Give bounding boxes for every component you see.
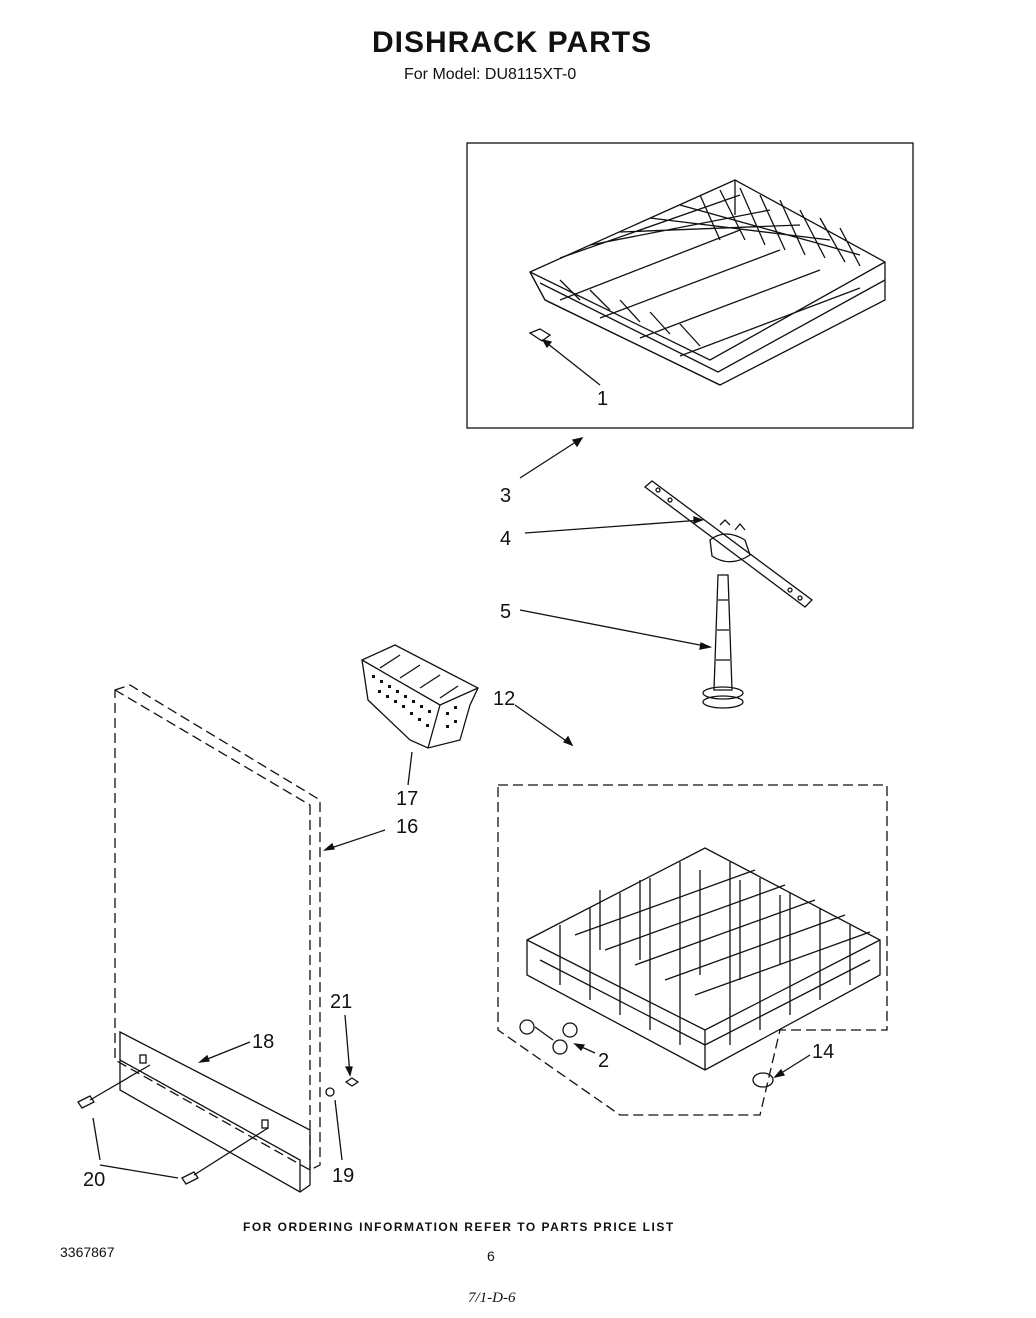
callout-4: 4 bbox=[500, 528, 511, 550]
part-2-wheels bbox=[519, 1019, 578, 1055]
callout-5: 5 bbox=[500, 601, 511, 623]
leader-19 bbox=[334, 1099, 343, 1161]
handwritten-date-mark: 7/1-D-6 bbox=[468, 1290, 516, 1306]
leader-3 bbox=[519, 437, 583, 479]
document-number: 3367867 bbox=[60, 1244, 115, 1260]
part-20-screw-a bbox=[77, 1095, 95, 1109]
leader-1 bbox=[542, 339, 601, 386]
ordering-note: FOR ORDERING INFORMATION REFER TO PARTS … bbox=[243, 1220, 675, 1234]
lower-rack-box bbox=[497, 784, 888, 1116]
leader-12 bbox=[514, 704, 573, 746]
part-21 bbox=[344, 1077, 360, 1087]
part-14-roller bbox=[752, 1072, 774, 1088]
door-panel-drawing bbox=[114, 684, 321, 1171]
callout-2: 2 bbox=[598, 1050, 609, 1072]
leader-4 bbox=[524, 519, 703, 534]
callout-20: 20 bbox=[83, 1169, 105, 1191]
page-title: DISHRACK PARTS bbox=[372, 26, 653, 59]
part-20-screw-b bbox=[181, 1171, 199, 1185]
leader-20a bbox=[92, 1117, 101, 1161]
lower-rack-drawing bbox=[526, 847, 881, 1071]
callout-12: 12 bbox=[493, 688, 515, 710]
leader-21 bbox=[344, 1014, 351, 1076]
spray-arm-drawing bbox=[643, 480, 813, 608]
silverware-basket-drawing bbox=[361, 644, 479, 749]
part-19 bbox=[325, 1087, 335, 1097]
callout-18: 18 bbox=[252, 1031, 274, 1053]
callout-21: 21 bbox=[330, 991, 352, 1013]
callout-3: 3 bbox=[500, 485, 511, 507]
leader-16 bbox=[324, 829, 386, 851]
upper-rack-drawing bbox=[529, 179, 886, 386]
callout-16: 16 bbox=[396, 816, 418, 838]
callout-14: 14 bbox=[812, 1041, 834, 1063]
leader-17 bbox=[407, 751, 413, 786]
part-1-clip bbox=[528, 328, 552, 342]
trim-strip-drawing bbox=[119, 1030, 311, 1193]
upper-rack-box bbox=[466, 142, 914, 429]
page-number: 6 bbox=[487, 1248, 495, 1264]
leader-20b bbox=[99, 1164, 179, 1179]
model-subtitle: For Model: DU8115XT-0 bbox=[404, 66, 577, 83]
callout-17: 17 bbox=[396, 788, 418, 810]
callout-19: 19 bbox=[332, 1165, 354, 1187]
callout-1: 1 bbox=[597, 388, 608, 410]
spray-tower-drawing bbox=[702, 574, 744, 709]
leader-5 bbox=[519, 609, 711, 648]
